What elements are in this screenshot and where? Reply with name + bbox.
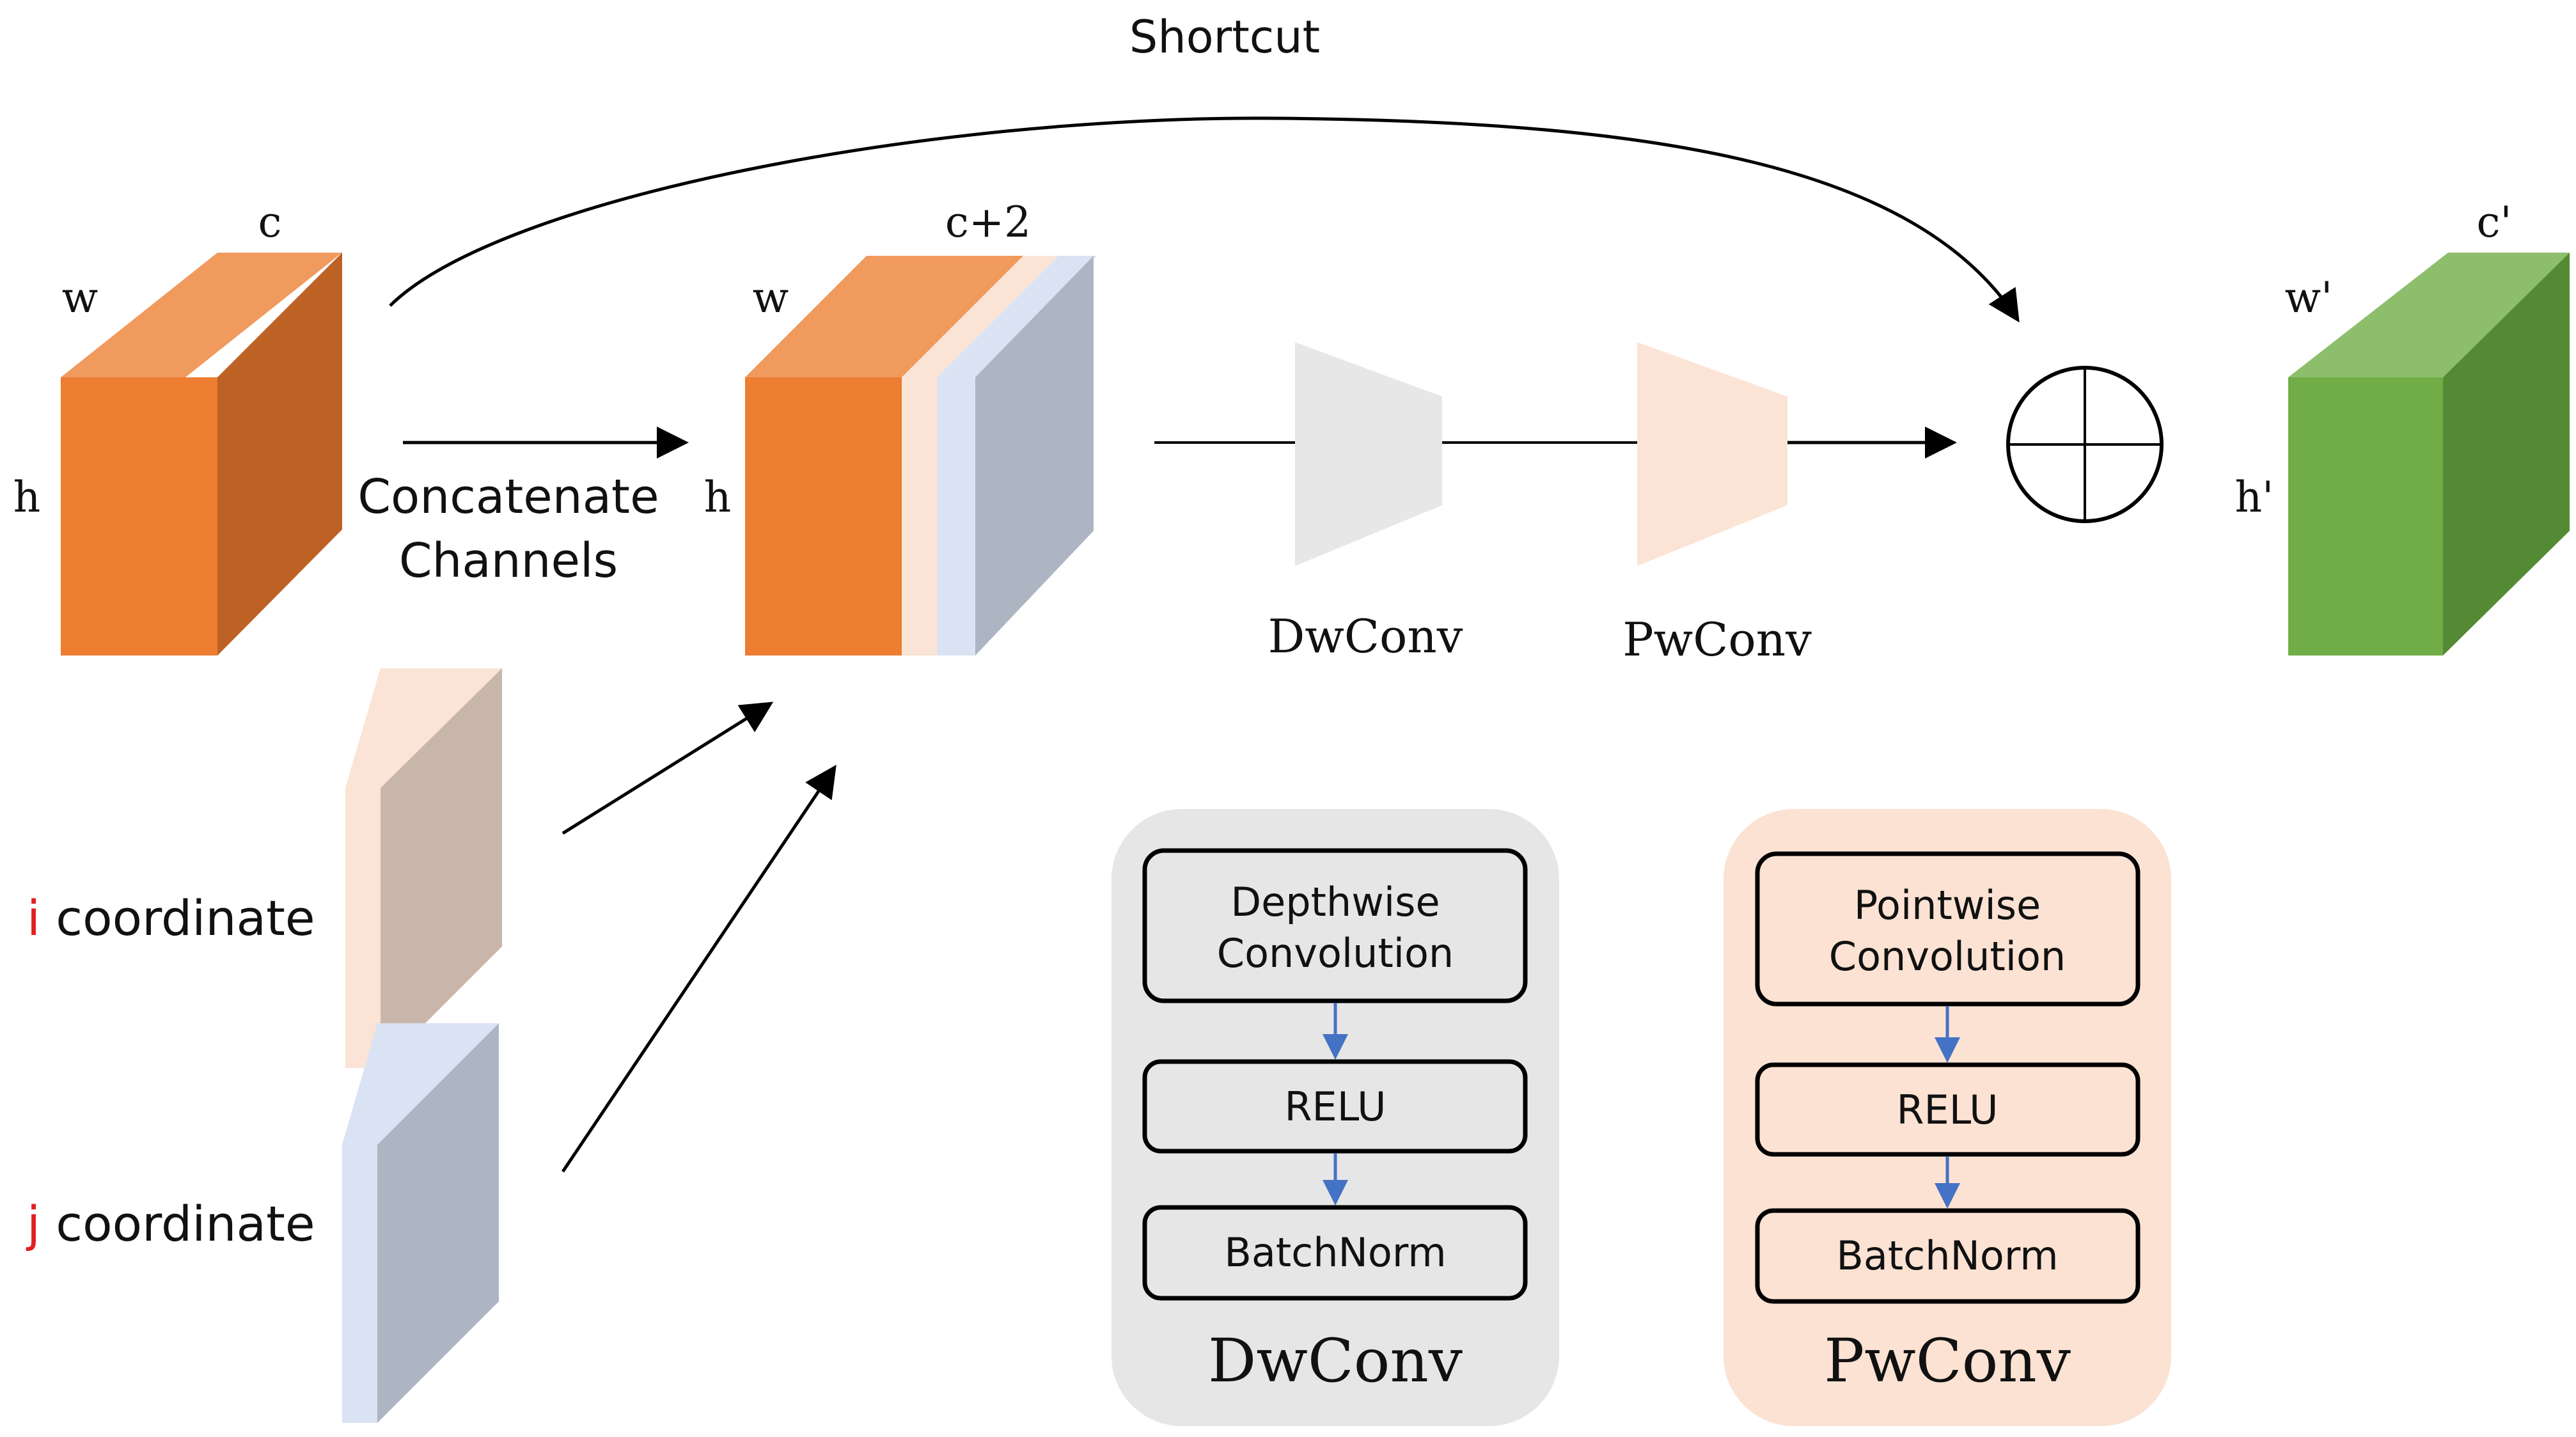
j-coordinate-arrow <box>561 764 836 1173</box>
output-cube-side <box>2443 253 2570 656</box>
dw-batchnorm-label: BatchNorm <box>1224 1229 1446 1276</box>
dwconv-detail-panel: Depthwise Convolution RELU BatchNorm DwC… <box>1111 809 1559 1426</box>
i-coordinate-arrow <box>562 702 774 835</box>
pw-batchnorm-box <box>1755 1208 2140 1304</box>
concat-peach-front <box>902 377 937 656</box>
dwconv-label: DwConv <box>1268 609 1463 663</box>
output-c-label: c' <box>2476 198 2511 247</box>
pw-batchnorm-label: BatchNorm <box>1836 1232 2058 1279</box>
j-slab-front <box>342 1145 377 1423</box>
pwconv-label: PwConv <box>1622 613 1812 666</box>
dw-panel-title: DwConv <box>1208 1326 1463 1396</box>
concatenate-arrow: Concatenate Channels <box>357 427 689 588</box>
i-coordinate-word: coordinate <box>40 890 315 946</box>
j-coordinate-slab <box>342 1023 499 1423</box>
concat-blue-front <box>937 377 975 656</box>
i-letter: i <box>27 890 40 946</box>
dw-batchnorm-box <box>1142 1205 1528 1301</box>
concat-blue-side <box>975 256 1094 656</box>
concatenated-feature-cube: w h c+2 <box>704 198 1097 656</box>
pw-relu-box <box>1755 1062 2140 1157</box>
output-cube-front <box>2288 377 2443 656</box>
output-w-label: w' <box>2285 273 2333 322</box>
input-cube-front <box>61 377 217 656</box>
i-slab-front <box>345 788 381 1068</box>
shortcut-connection: Shortcut <box>389 11 2020 323</box>
dwconv-trapezoid <box>1295 342 1442 566</box>
pwconv-trapezoid <box>1637 342 1787 566</box>
i-coordinate-slab <box>345 668 502 1068</box>
output-feature-cube: w' h' c' <box>2235 198 2570 656</box>
depthwise-convolution-box <box>1142 848 1528 1003</box>
input-c-label: c <box>258 198 282 247</box>
input-w-label: w <box>62 273 98 322</box>
concat-orange-top <box>745 256 1023 377</box>
pw-box1-line1: Pointwise <box>1854 882 2041 929</box>
concatenate-label-line2: Channels <box>399 533 618 588</box>
shortcut-label: Shortcut <box>1129 11 1320 63</box>
pointwise-convolution-box <box>1755 851 2140 1007</box>
pw-box1-line2: Convolution <box>1829 933 2066 980</box>
pw-panel-title: PwConv <box>1824 1326 2071 1396</box>
output-h-label: h' <box>2235 473 2274 522</box>
concat-peach-top <box>902 256 1058 377</box>
pwconv-detail-panel: Pointwise Convolution RELU BatchNorm PwC… <box>1724 809 2171 1426</box>
dw-relu-label: RELU <box>1284 1083 1386 1130</box>
concat-w-label: w <box>753 273 789 322</box>
concatenate-label-line1: Concatenate <box>357 469 659 524</box>
input-h-label: h <box>13 473 41 522</box>
input-cube-side <box>217 253 342 656</box>
j-letter: j <box>26 1195 40 1252</box>
output-cube-top <box>2288 253 2570 377</box>
pw-relu-label: RELU <box>1896 1087 1998 1133</box>
dw-box1-line2: Convolution <box>1217 930 1454 977</box>
input-cube-top <box>61 253 342 377</box>
concat-orange-front <box>745 377 902 656</box>
concat-c-label: c+2 <box>945 198 1031 247</box>
j-coordinate-label: j coordinate <box>26 1195 315 1252</box>
concat-blue-layer-top <box>937 256 1094 377</box>
j-coordinate-word: coordinate <box>40 1195 315 1252</box>
input-feature-cube: w h c <box>13 198 342 656</box>
add-operator-icon <box>2006 366 2164 523</box>
j-slab-side <box>377 1023 499 1423</box>
dw-box1-line1: Depthwise <box>1230 879 1440 925</box>
concat-h-label: h <box>704 473 732 522</box>
dw-relu-box <box>1142 1059 1528 1154</box>
i-slab-side <box>381 668 502 1068</box>
i-coordinate-label: i coordinate <box>27 890 315 946</box>
